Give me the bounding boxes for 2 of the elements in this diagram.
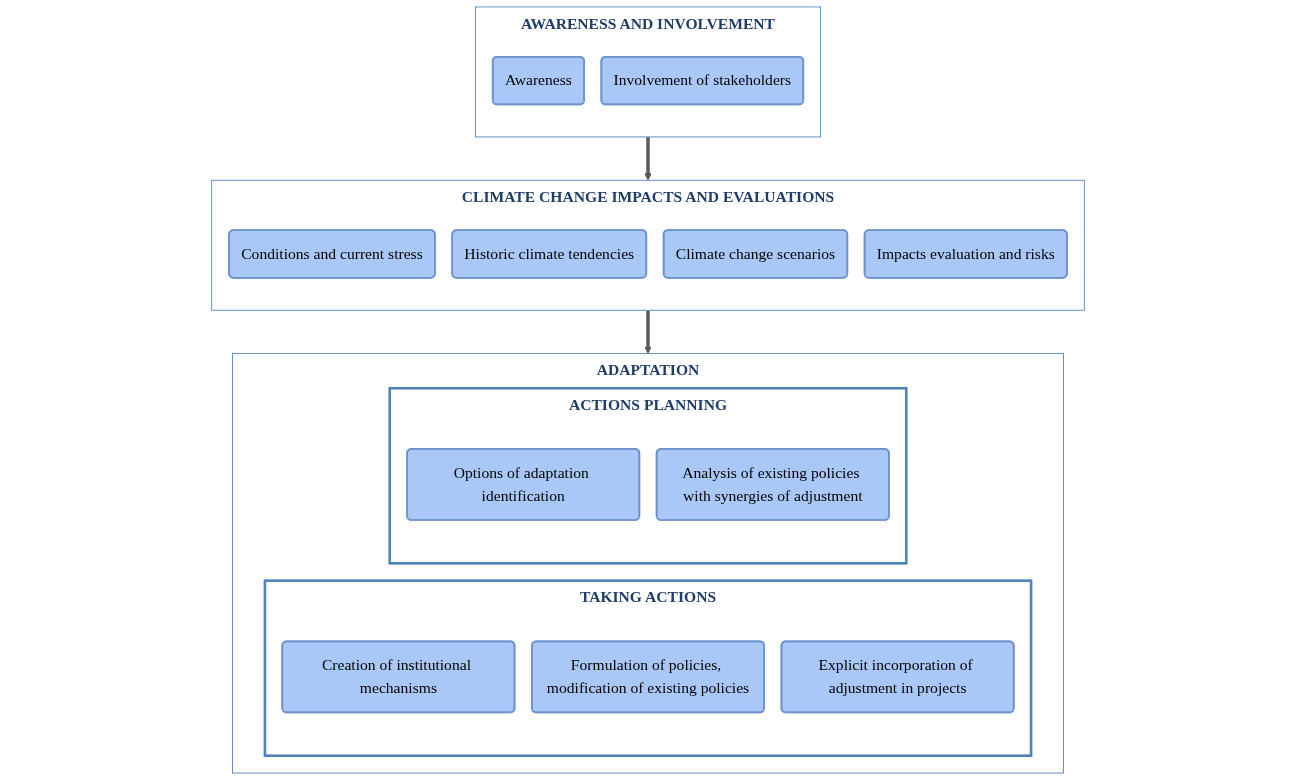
arrow [644,136,652,181]
arrow [644,310,652,354]
